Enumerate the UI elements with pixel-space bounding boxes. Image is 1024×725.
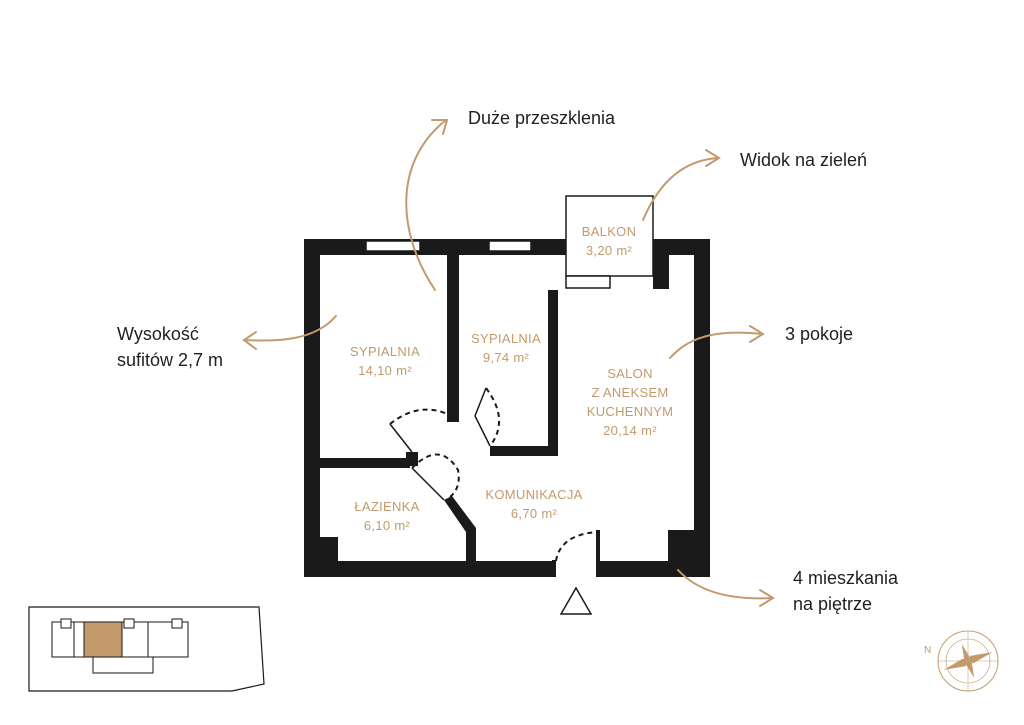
balcony <box>565 195 654 289</box>
callout-arrows <box>242 119 775 607</box>
salon-name-3: KUCHENNYM <box>587 404 673 419</box>
sypialnia1-area: 14,10 m² <box>358 363 412 378</box>
callout-floor-line2: na piętrze <box>793 594 872 614</box>
interior-walls <box>320 255 558 561</box>
callout-rooms-count: 3 pokoje <box>785 324 853 344</box>
sypialnia1-name: SYPIALNIA <box>350 344 420 359</box>
balkon-area: 3,20 m² <box>586 243 633 258</box>
callout-floor-line1: 4 mieszkania <box>793 568 899 588</box>
salon-name-2: Z ANEKSEM <box>591 385 668 400</box>
key-plan <box>28 606 265 692</box>
compass-north-letter: N <box>924 645 931 656</box>
windows <box>365 240 532 252</box>
salon-name-1: SALON <box>607 366 653 381</box>
room-labels: BALKON 3,20 m² SYPIALNIA 14,10 m² SYPIAL… <box>350 224 673 533</box>
lazienka-area: 6,10 m² <box>364 518 411 533</box>
callout-view: Widok na zieleń <box>740 150 867 170</box>
compass-rose-icon: N <box>924 630 999 692</box>
entrance-arrow-icon <box>559 586 593 615</box>
lazienka-name: ŁAZIENKA <box>354 499 419 514</box>
highlighted-unit <box>83 621 123 658</box>
doors <box>389 387 600 577</box>
callout-ceiling-line1: Wysokość <box>117 324 199 344</box>
callout-ceiling-line2: sufitów 2,7 m <box>117 350 223 370</box>
callout-texts: Duże przeszklenia Widok na zieleń Wysoko… <box>117 108 899 614</box>
callout-windows: Duże przeszklenia <box>468 108 616 128</box>
sypialnia2-name: SYPIALNIA <box>471 331 541 346</box>
sypialnia2-area: 9,74 m² <box>483 350 530 365</box>
komunikacja-area: 6,70 m² <box>511 506 558 521</box>
salon-area: 20,14 m² <box>603 423 657 438</box>
komunikacja-name: KOMUNIKACJA <box>485 487 582 502</box>
balkon-name: BALKON <box>582 224 637 239</box>
